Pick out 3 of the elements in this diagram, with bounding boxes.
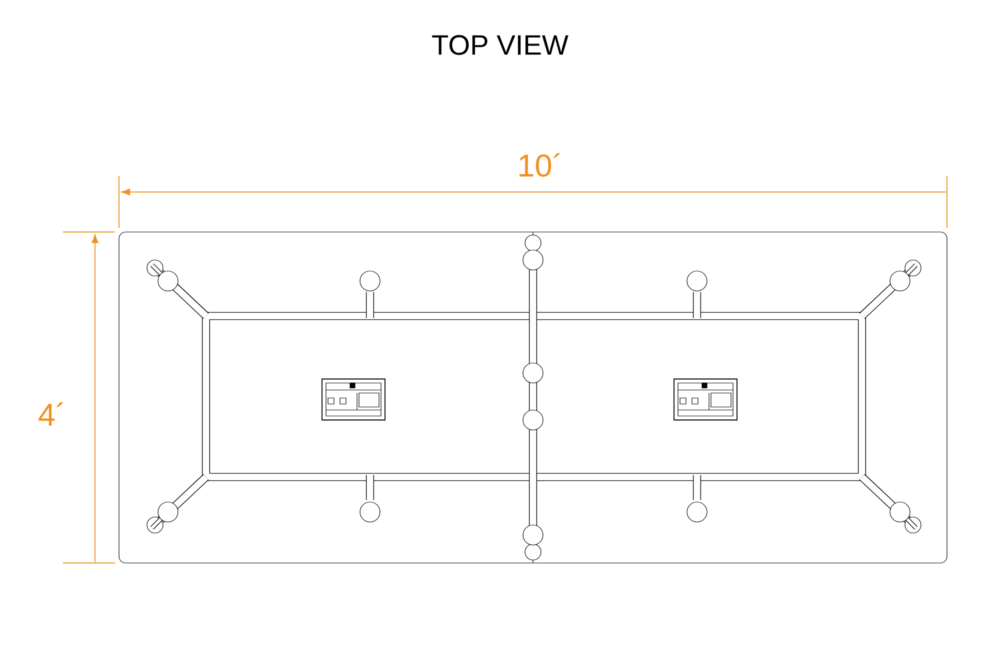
dimension-label: 4´ bbox=[38, 402, 64, 426]
dimension-label: 10´ bbox=[520, 153, 560, 177]
title: TOP VIEW bbox=[432, 35, 568, 55]
